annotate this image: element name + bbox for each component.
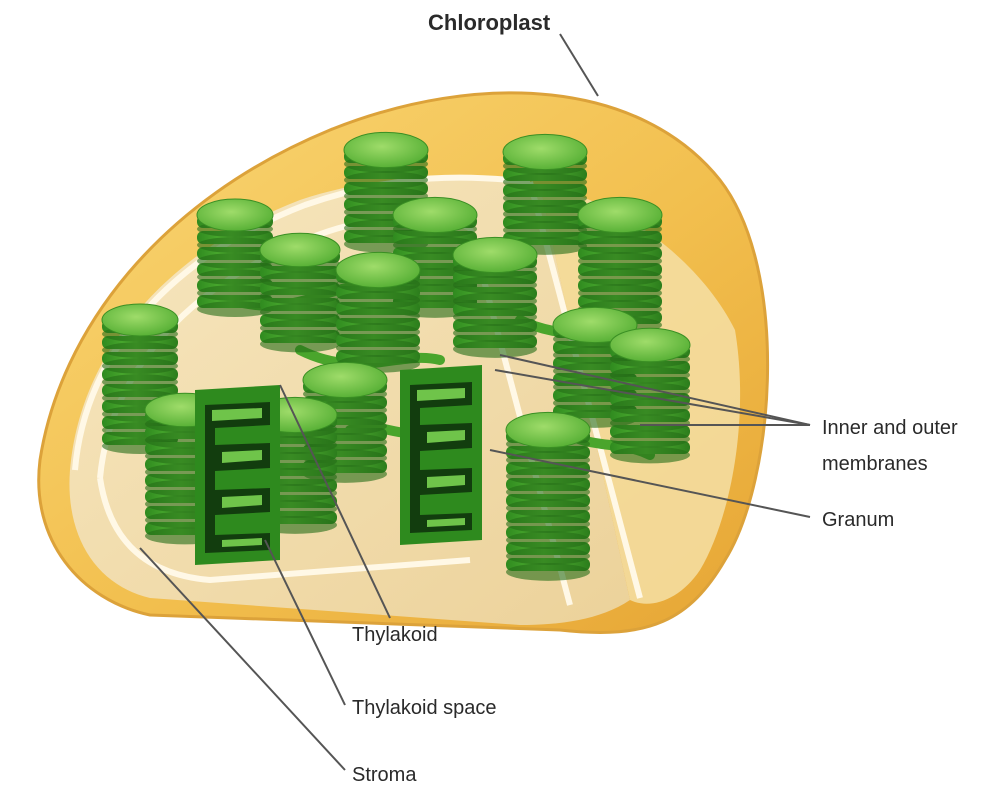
thylakoid-disc-top [453, 237, 537, 272]
thylakoid-disc-top [393, 197, 477, 232]
label-stroma: Stroma [352, 762, 416, 788]
thylakoid-disc-edge [453, 308, 537, 326]
granum-stack [336, 252, 420, 372]
leader-chloroplast [560, 34, 598, 96]
thylakoid-disc-edge [506, 451, 590, 469]
thylakoid-disc-edge [578, 284, 662, 302]
thylakoid-disc-top [260, 233, 340, 267]
thylakoid-disc-edge [503, 221, 587, 239]
thylakoid-disc-edge [260, 272, 340, 289]
thylakoid-cut-right [400, 365, 482, 545]
thylakoid-disc-edge [453, 276, 537, 294]
granum-stack [506, 412, 590, 580]
granum-stack [260, 233, 340, 352]
label-thylakoid-space: Thylakoid space [352, 695, 497, 721]
thylakoid-disc-edge [506, 515, 590, 533]
thylakoid-disc-edge [453, 292, 537, 310]
thylakoid-disc-top [336, 252, 420, 287]
granum-stack [453, 237, 537, 357]
thylakoid-disc-edge [336, 291, 420, 309]
thylakoid-disc-top [610, 328, 690, 362]
label-membranes-line2: membranes [822, 451, 928, 477]
label-thylakoid: Thylakoid [352, 622, 438, 648]
thylakoid-disc-edge [260, 288, 340, 305]
thylakoid-disc-top [503, 134, 587, 169]
thylakoid-disc-edge [260, 320, 340, 337]
thylakoid-disc-edge [506, 547, 590, 565]
thylakoid-disc-edge [610, 367, 690, 384]
thylakoid-disc-edge [336, 307, 420, 325]
thylakoid-disc-edge [503, 189, 587, 207]
thylakoid-disc-top [344, 132, 428, 167]
thylakoid-disc-edge [453, 324, 537, 342]
thylakoid-disc-edge [102, 374, 178, 390]
thylakoid-disc-edge [506, 563, 590, 581]
thylakoid-disc-edge [336, 339, 420, 357]
thylakoid-disc-edge [506, 499, 590, 517]
granum-stack [503, 134, 587, 254]
thylakoid-disc-edge [506, 483, 590, 501]
thylakoid-disc-edge [506, 531, 590, 549]
thylakoid-disc-top [197, 199, 273, 231]
thylakoid-disc-edge [344, 171, 428, 189]
thylakoid-disc-top [303, 362, 387, 397]
thylakoid-disc-edge [503, 173, 587, 191]
label-membranes-line1: Inner and outer [822, 415, 958, 441]
thylakoid-disc-top [102, 304, 178, 336]
thylakoid-disc-edge [102, 342, 178, 358]
thylakoid-disc-edge [610, 447, 690, 464]
thylakoid-disc-edge [336, 323, 420, 341]
thylakoid-disc-top [506, 412, 590, 447]
thylakoid-disc-edge [503, 205, 587, 223]
title-label: Chloroplast [428, 10, 550, 36]
thylakoid-disc-edge [260, 336, 340, 353]
thylakoid-disc-edge [260, 304, 340, 321]
thylakoid-disc-edge [453, 340, 537, 358]
thylakoid-disc-edge [578, 252, 662, 270]
thylakoid-disc-edge [506, 467, 590, 485]
label-granum: Granum [822, 507, 894, 533]
thylakoid-disc-edge [102, 358, 178, 374]
thylakoid-disc-edge [610, 431, 690, 448]
thylakoid-disc-edge [610, 415, 690, 432]
thylakoid-disc-edge [578, 236, 662, 254]
thylakoid-cut-left [195, 385, 280, 565]
thylakoid-disc-top [578, 197, 662, 232]
thylakoid-disc-edge [578, 268, 662, 286]
